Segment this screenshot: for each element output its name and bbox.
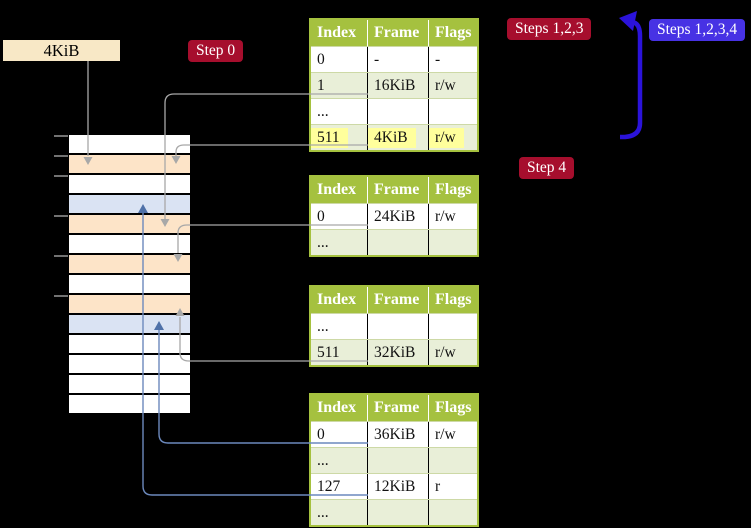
table-cell: r xyxy=(428,474,477,499)
memory-row-peach xyxy=(69,255,190,273)
recursive-loop-arrowhead xyxy=(619,11,637,31)
address-tick-marks xyxy=(54,135,68,297)
highlighted-cell-text: 4KiB xyxy=(368,128,416,148)
table-cell xyxy=(428,314,477,339)
header-cell-index: Index xyxy=(317,181,357,198)
step4-badge: Step 4 xyxy=(519,157,575,179)
table-row: ... xyxy=(311,229,477,255)
table-cell: 24KiB xyxy=(367,204,428,229)
table-cell: r/w xyxy=(428,73,477,98)
table-cell: 0 xyxy=(317,426,325,443)
table-cell xyxy=(367,99,428,124)
header-cell-flags: Flags xyxy=(428,395,477,421)
memory-row-peach xyxy=(69,295,190,313)
header-cell-index: Index xyxy=(317,399,357,416)
memory-row-white xyxy=(69,335,190,353)
steps1234-badge: Steps 1,2,3,4 xyxy=(649,19,746,41)
header-cell-index: Index xyxy=(317,291,357,308)
table-cell: - xyxy=(428,47,477,72)
header-cell-flags: Flags xyxy=(428,20,477,46)
table-cell: ... xyxy=(317,234,329,251)
memory-row-white xyxy=(69,175,190,193)
memory-row-white xyxy=(69,375,190,393)
header-cell-flags: Flags xyxy=(428,177,477,203)
table-row: ... xyxy=(311,313,477,339)
memory-row-peach xyxy=(69,155,190,173)
table-cell: r/w xyxy=(428,340,477,365)
memory-row-peach xyxy=(69,215,190,233)
table-cell: 36KiB xyxy=(367,422,428,447)
header-cell-frame: Frame xyxy=(367,20,428,46)
physical-memory-column xyxy=(69,135,190,415)
table-cell: - xyxy=(367,47,428,72)
table-cell: 511 xyxy=(317,344,340,361)
table-cell: r/w xyxy=(428,125,477,150)
table-cell: 0 xyxy=(317,51,325,68)
memory-row-white xyxy=(69,355,190,373)
table-row: ... xyxy=(311,499,477,525)
table-cell: 32KiB xyxy=(367,340,428,365)
table-cell: 511 xyxy=(311,125,367,150)
table-cell xyxy=(428,230,477,255)
cr3-address-box: 4KiB xyxy=(3,40,120,61)
table-cell: 0 xyxy=(317,208,325,225)
header-cell-frame: Frame xyxy=(367,395,428,421)
memory-row-white xyxy=(69,135,190,153)
table-cell: ... xyxy=(317,504,329,521)
highlighted-cell-text: 511 xyxy=(311,128,348,148)
table-cell xyxy=(367,448,428,473)
memory-row-blue xyxy=(69,315,190,333)
table-cell xyxy=(428,99,477,124)
memory-row-white xyxy=(69,235,190,253)
table-cell: 16KiB xyxy=(367,73,428,98)
memory-row-white xyxy=(69,395,190,413)
header-cell-frame: Frame xyxy=(367,177,428,203)
header-cell-index: Index xyxy=(317,24,357,41)
steps123-badge: Steps 1,2,3 xyxy=(507,18,592,40)
table-cell xyxy=(428,448,477,473)
memory-row-blue xyxy=(69,195,190,213)
table-cell: r/w xyxy=(428,204,477,229)
table-row: ... xyxy=(311,98,477,124)
memory-row-white xyxy=(69,275,190,293)
table-cell: 4KiB xyxy=(367,125,428,150)
header-cell-flags: Flags xyxy=(428,287,477,313)
table-row: ... xyxy=(311,447,477,473)
highlighted-cell-text: r/w xyxy=(429,128,464,148)
table-row: 511 4KiB r/w xyxy=(311,124,477,150)
table-row: 0 -- xyxy=(311,46,477,72)
table-cell: 127 xyxy=(317,478,341,495)
table-cell: ... xyxy=(317,452,329,469)
table-cell: ... xyxy=(317,318,329,335)
step0-badge: Step 0 xyxy=(188,40,244,62)
table-cell xyxy=(367,230,428,255)
recursive-loop-arrow xyxy=(620,19,643,140)
table-cell: 1 xyxy=(317,77,325,94)
table-cell xyxy=(428,500,477,525)
header-cell-frame: Frame xyxy=(367,287,428,313)
table-cell xyxy=(367,500,428,525)
table-cell xyxy=(367,314,428,339)
table-cell: ... xyxy=(317,103,329,120)
table-cell: 12KiB xyxy=(367,474,428,499)
table-cell: r/w xyxy=(428,422,477,447)
